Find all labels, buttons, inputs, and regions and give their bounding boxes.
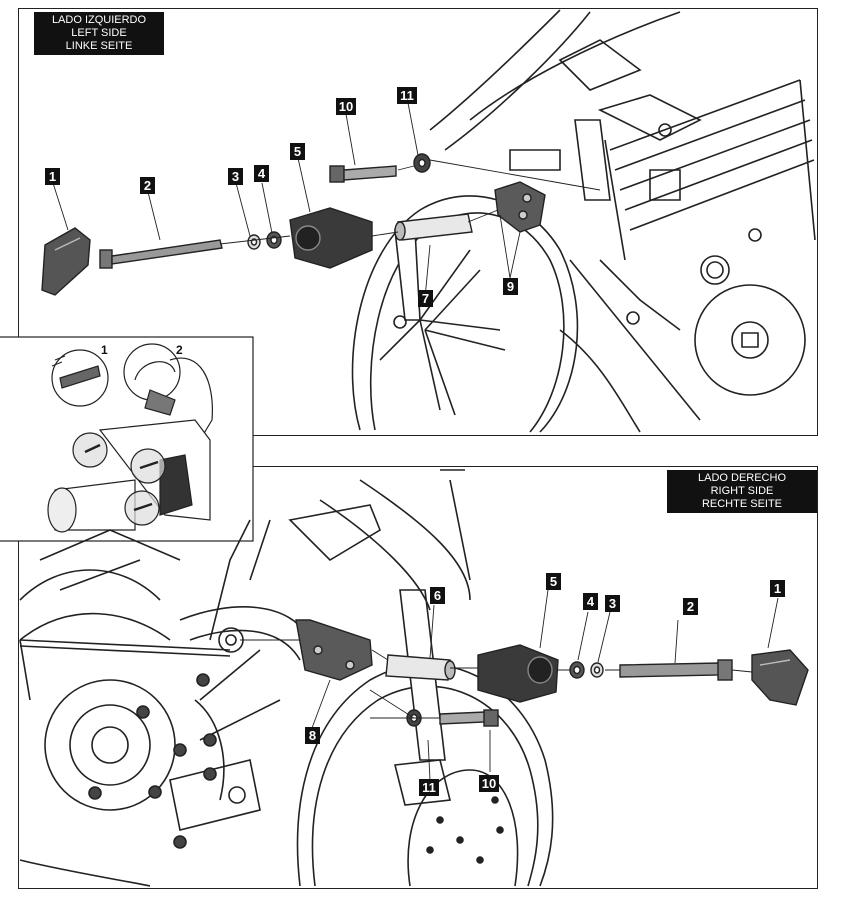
right-side-title-en: RIGHT SIDE — [710, 485, 774, 497]
left-side-title: LADO IZQUIERDO LEFT SIDE LINKE SEITE — [34, 12, 164, 55]
detail-inset — [0, 336, 254, 542]
callout-bottom-11: 11 — [419, 779, 439, 796]
callout-bottom-6: 6 — [430, 587, 445, 604]
callout-bottom-4: 4 — [583, 593, 598, 610]
callout-top-10: 10 — [336, 98, 356, 115]
right-side-title: LADO DERECHO RIGHT SIDE RECHTE SEITE — [667, 470, 817, 513]
callout-bottom-10: 10 — [479, 775, 499, 792]
left-side-title-es: LADO IZQUIERDO — [51, 14, 147, 26]
callout-top-2: 2 — [140, 177, 155, 194]
callout-bottom-2: 2 — [683, 598, 698, 615]
detail-step-2: 2 — [176, 343, 183, 357]
callout-top-7: 7 — [418, 290, 433, 307]
detail-step-1: 1 — [101, 343, 108, 357]
callout-top-3: 3 — [228, 168, 243, 185]
right-side-title-es: LADO DERECHO — [697, 472, 787, 484]
callout-top-5: 5 — [290, 143, 305, 160]
left-side-title-en: LEFT SIDE — [71, 27, 127, 39]
right-side-title-de: RECHTE SEITE — [701, 498, 783, 510]
callout-top-9: 9 — [503, 278, 518, 295]
callout-bottom-5: 5 — [546, 573, 561, 590]
callout-bottom-8: 8 — [305, 727, 320, 744]
callout-top-11: 11 — [397, 87, 417, 104]
bottom-parts — [240, 589, 809, 781]
callout-bottom-3: 3 — [605, 595, 620, 612]
callout-bottom-1: 1 — [770, 580, 785, 597]
callout-top-4: 4 — [254, 165, 269, 182]
top-parts — [41, 102, 601, 299]
callout-top-1: 1 — [45, 168, 60, 185]
left-side-title-de: LINKE SEITE — [65, 40, 133, 52]
